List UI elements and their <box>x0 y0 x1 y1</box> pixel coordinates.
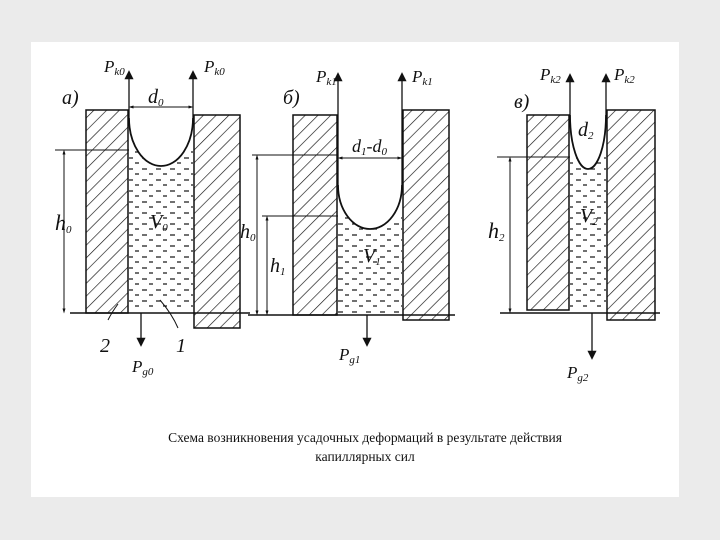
liquid-column <box>129 150 193 310</box>
gravity-label: Pg1 <box>338 345 360 366</box>
volume-label: V1 <box>363 245 381 268</box>
diameter-label: d2 <box>578 119 594 142</box>
pk-label-left: Pk2 <box>539 65 561 86</box>
pk-label-left: Pk1 <box>315 67 337 88</box>
panel-c: в) Pk2 Pk2 d2 h2 V2 Pg2 <box>488 65 660 384</box>
wall-left <box>526 114 570 311</box>
meniscus <box>569 114 607 170</box>
diameter-label: d1-d0 <box>352 136 388 158</box>
pk-label-right: Pk0 <box>203 57 225 78</box>
panel-c-letter: в) <box>514 91 530 113</box>
figure-caption: Схема возникновения усадочных деформаций… <box>90 428 640 466</box>
wall-left <box>292 114 338 316</box>
caption-line-2: капиллярных сил <box>315 449 415 464</box>
liquid-column <box>338 215 402 313</box>
liquid-column <box>570 155 606 310</box>
wall-right <box>193 114 241 329</box>
panel-a-letter: а) <box>62 87 79 109</box>
gravity-label: Pg0 <box>131 357 154 378</box>
panel-a: а) Pk0 Pk0 d0 h0 V0 Pg0 2 1 <box>55 57 250 378</box>
volume-label: V0 <box>150 211 168 234</box>
meniscus <box>128 117 194 167</box>
diameter-label: d0 <box>148 86 164 109</box>
pk-label-right: Pk2 <box>613 65 635 86</box>
meniscus <box>337 184 403 230</box>
volume-label: V2 <box>580 205 598 228</box>
panel-b: б) Pk1 Pk1 d1-d0 h0 h1 V1 Pg1 <box>240 67 455 366</box>
pk-label-right: Pk1 <box>411 67 433 88</box>
gravity-label: Pg2 <box>566 363 589 384</box>
callout-2: 2 <box>100 335 110 357</box>
height-label: h0 <box>55 210 72 236</box>
pk-label-left: Pk0 <box>103 57 125 78</box>
height-label-h1: h1 <box>270 255 286 278</box>
height-label: h2 <box>488 218 505 244</box>
caption-line-1: Схема возникновения усадочных деформаций… <box>168 430 562 445</box>
wall-left <box>85 109 129 314</box>
panel-b-letter: б) <box>283 87 300 109</box>
callout-1: 1 <box>176 335 186 357</box>
wall-right <box>402 109 450 321</box>
height-label-h0: h0 <box>240 221 256 244</box>
wall-right <box>606 109 656 321</box>
